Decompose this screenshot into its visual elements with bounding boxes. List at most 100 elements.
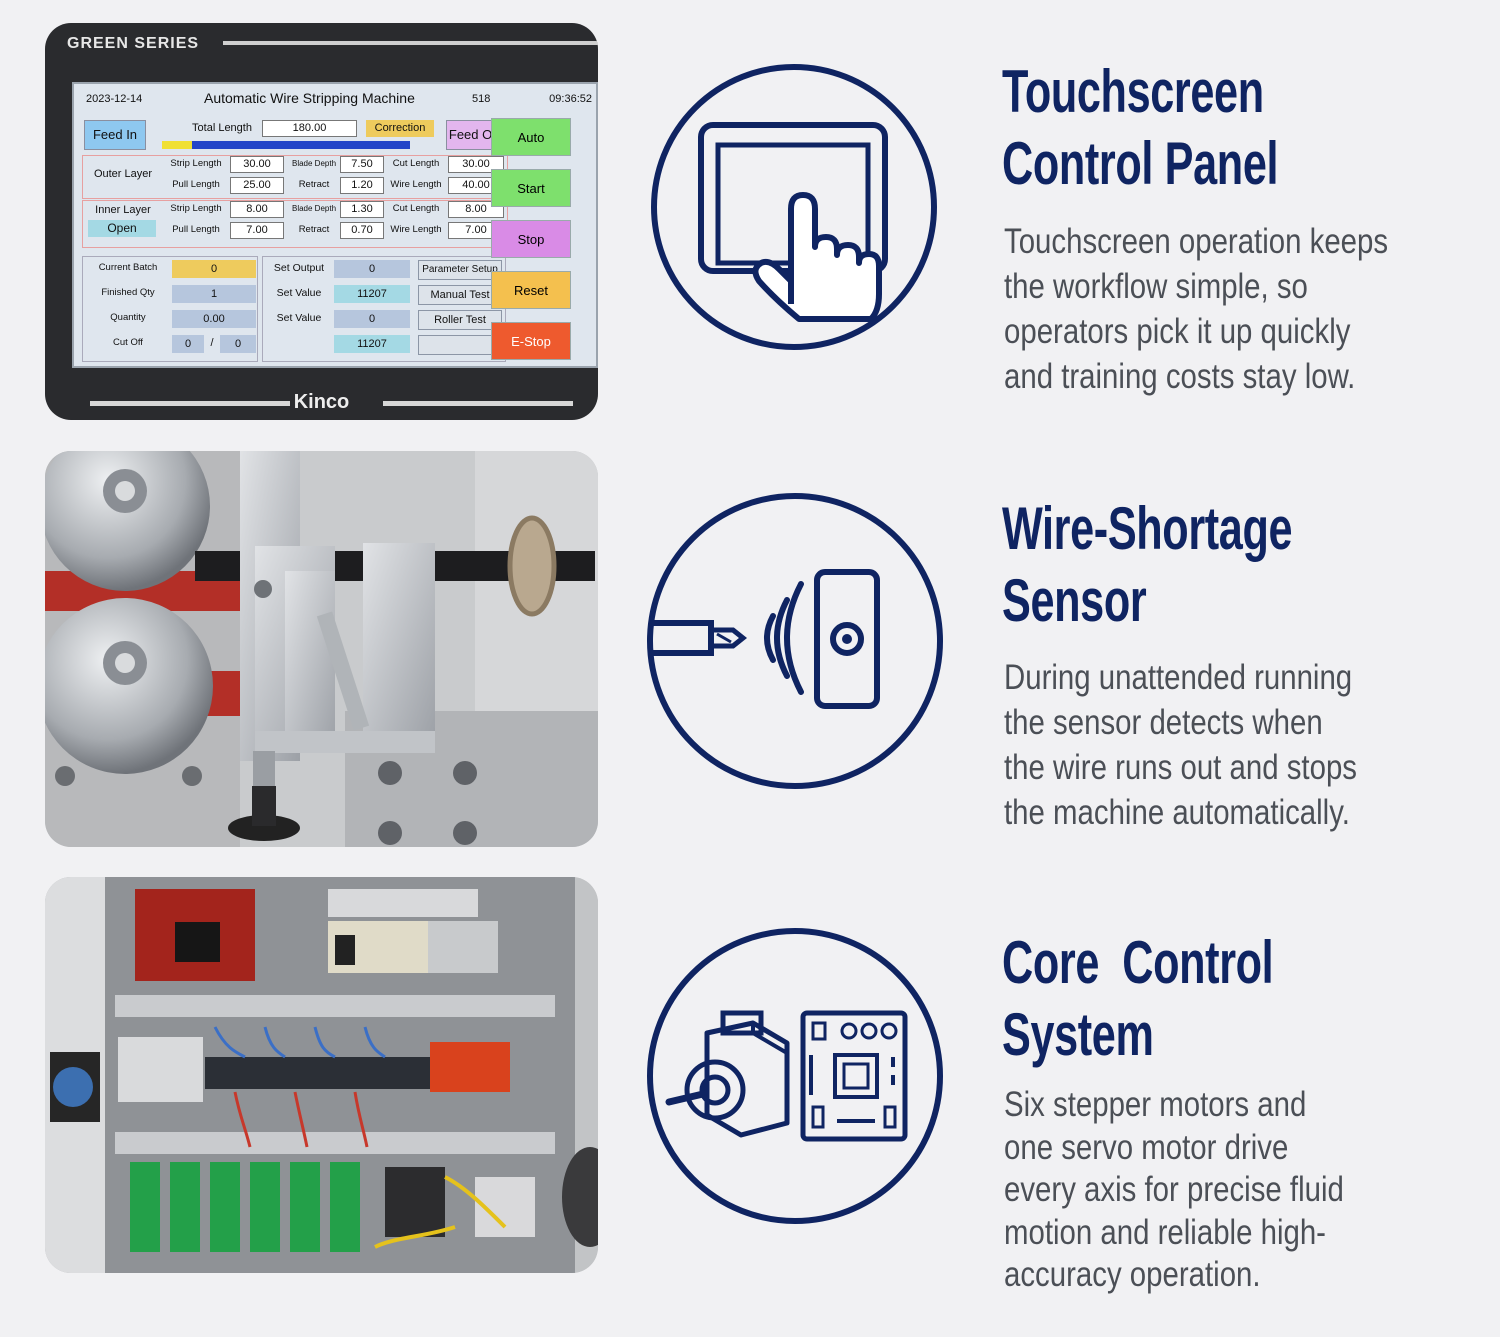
correction-button[interactable]: Correction xyxy=(366,120,434,137)
output-panel xyxy=(262,256,506,362)
hmi-brand-bar xyxy=(223,41,598,45)
feature-body-wire-sensor: During unattended running the sensor det… xyxy=(1004,655,1399,835)
start-button[interactable]: Start xyxy=(491,169,571,207)
outer-layer-label: Outer Layer xyxy=(93,168,153,180)
control-cabinet-illustration xyxy=(45,877,598,1273)
title-line: Control Panel xyxy=(1002,130,1279,197)
feed-in-button[interactable]: Feed In xyxy=(84,120,146,150)
blade-depth-label: Blade Depth xyxy=(291,159,337,168)
inner-cut-length[interactable]: 8.00 xyxy=(448,201,504,218)
body-line: the wire runs out and stops xyxy=(1004,748,1358,787)
title-line: Core Control xyxy=(1002,929,1274,996)
auto-button[interactable]: Auto xyxy=(491,118,571,156)
e-stop-button[interactable]: E-Stop xyxy=(491,322,571,360)
wire-sensor-icon xyxy=(647,493,943,789)
set-value-label: Set Value xyxy=(276,312,322,324)
hmi-photo: GREEN SERIES 2023-12-14 Automatic Wire S… xyxy=(45,23,598,420)
body-line: the workflow simple, so xyxy=(1004,267,1308,306)
cut-length-label: Cut Length xyxy=(392,203,440,214)
inner-retract[interactable]: 0.70 xyxy=(340,222,384,239)
open-button[interactable]: Open xyxy=(88,220,156,237)
hmi-time: 09:36:52 xyxy=(549,93,592,105)
feature-title-wire-sensor: Wire-Shortage Sensor xyxy=(1002,493,1434,637)
wire-feed-mechanism-illustration xyxy=(45,451,598,847)
kinco-logo: Kinco xyxy=(293,391,350,413)
cut-off-separator: / xyxy=(210,337,214,349)
retract-label: Retract xyxy=(298,179,330,190)
set-value-1[interactable]: 11207 xyxy=(334,285,410,303)
reset-button[interactable]: Reset xyxy=(491,271,571,309)
hmi-brand-label: GREEN SERIES xyxy=(67,35,200,52)
strip-length-label: Strip Length xyxy=(170,203,222,214)
current-batch-value: 0 xyxy=(172,260,256,278)
body-line: During unattended running xyxy=(1004,658,1353,697)
pull-length-label: Pull Length xyxy=(172,179,220,190)
outer-pull-length[interactable]: 25.00 xyxy=(230,177,284,194)
body-line: one servo motor drive xyxy=(1004,1127,1289,1167)
inner-layer-label: Inner Layer xyxy=(95,204,151,216)
feature-title-touchscreen: Touchscreen Control Panel xyxy=(1002,56,1434,200)
extra-value: 11207 xyxy=(334,335,410,353)
hmi-count: 518 xyxy=(472,93,491,105)
bezel-bar-left xyxy=(90,401,290,406)
hmi-title: Automatic Wire Stripping Machine xyxy=(204,90,415,106)
total-length-value[interactable]: 180.00 xyxy=(262,120,357,137)
bezel-bar-right xyxy=(383,401,573,406)
body-line: motion and reliable high- xyxy=(1004,1212,1326,1252)
inner-pull-length[interactable]: 7.00 xyxy=(230,222,284,239)
roller-test-button[interactable]: Roller Test xyxy=(418,310,502,330)
motor-circuit-board-icon xyxy=(647,928,943,1224)
parameter-setup-button[interactable]: Parameter Setup xyxy=(418,260,502,280)
finished-qty-value: 1 xyxy=(172,285,256,303)
set-value-label: Set Value xyxy=(276,287,322,299)
touchscreen-hand-icon xyxy=(651,64,937,350)
wire-length-label: Wire Length xyxy=(390,224,442,235)
title-line: System xyxy=(1002,1001,1154,1068)
cut-off-label: Cut Off xyxy=(113,337,143,348)
feature-title-core-control: Core Control System xyxy=(1002,927,1434,1071)
manual-test-button[interactable]: Manual Test xyxy=(418,285,502,305)
control-cabinet-photo xyxy=(45,877,598,1273)
body-line: every axis for precise fluid xyxy=(1004,1170,1344,1209)
inner-blade-depth[interactable]: 1.30 xyxy=(340,201,384,218)
body-line: and training costs stay low. xyxy=(1004,357,1356,396)
inner-strip-length[interactable]: 8.00 xyxy=(230,201,284,218)
feature-body-core-control: Six stepper motors and one servo motor d… xyxy=(1004,1084,1399,1297)
hmi-date: 2023-12-14 xyxy=(86,93,143,105)
outer-blade-depth[interactable]: 7.50 xyxy=(340,156,384,173)
set-output-label: Set Output xyxy=(273,262,325,274)
finished-qty-label: Finished Qty xyxy=(101,287,155,298)
current-batch-label: Current Batch xyxy=(98,262,158,273)
body-line: accuracy operation. xyxy=(1004,1255,1261,1294)
length-progress-bar xyxy=(162,141,410,149)
quantity-value[interactable]: 0.00 xyxy=(172,310,256,328)
strip-length-label: Strip Length xyxy=(170,158,222,169)
quantity-label: Quantity xyxy=(110,312,146,323)
blade-depth-label: Blade Depth xyxy=(291,204,337,213)
cut-length-label: Cut Length xyxy=(392,158,440,169)
cut-off-b[interactable]: 0 xyxy=(220,335,256,353)
set-value-2[interactable]: 0 xyxy=(334,310,410,328)
stop-button[interactable]: Stop xyxy=(491,220,571,258)
pull-length-label: Pull Length xyxy=(172,224,220,235)
set-output-value[interactable]: 0 xyxy=(334,260,410,278)
blank-button[interactable] xyxy=(418,335,502,355)
retract-label: Retract xyxy=(298,224,330,235)
title-line: Wire-Shortage xyxy=(1002,495,1293,562)
body-line: Six stepper motors and xyxy=(1004,1085,1307,1124)
inner-wire-length[interactable]: 7.00 xyxy=(448,222,504,239)
body-line: Touchscreen operation keeps xyxy=(1004,222,1389,261)
feature-body-touchscreen: Touchscreen operation keeps the workflow… xyxy=(1004,219,1399,399)
batch-panel xyxy=(82,256,258,362)
outer-retract[interactable]: 1.20 xyxy=(340,177,384,194)
outer-cut-length[interactable]: 30.00 xyxy=(448,156,504,173)
wire-sensor-photo xyxy=(45,451,598,847)
total-length-label: Total Length xyxy=(192,122,252,134)
cut-off-a[interactable]: 0 xyxy=(172,335,204,353)
title-line: Touchscreen xyxy=(1002,58,1264,125)
body-line: the machine automatically. xyxy=(1004,793,1350,832)
title-line: Sensor xyxy=(1002,567,1147,634)
wire-length-label: Wire Length xyxy=(390,179,442,190)
outer-strip-length[interactable]: 30.00 xyxy=(230,156,284,173)
body-line: the sensor detects when xyxy=(1004,703,1323,742)
